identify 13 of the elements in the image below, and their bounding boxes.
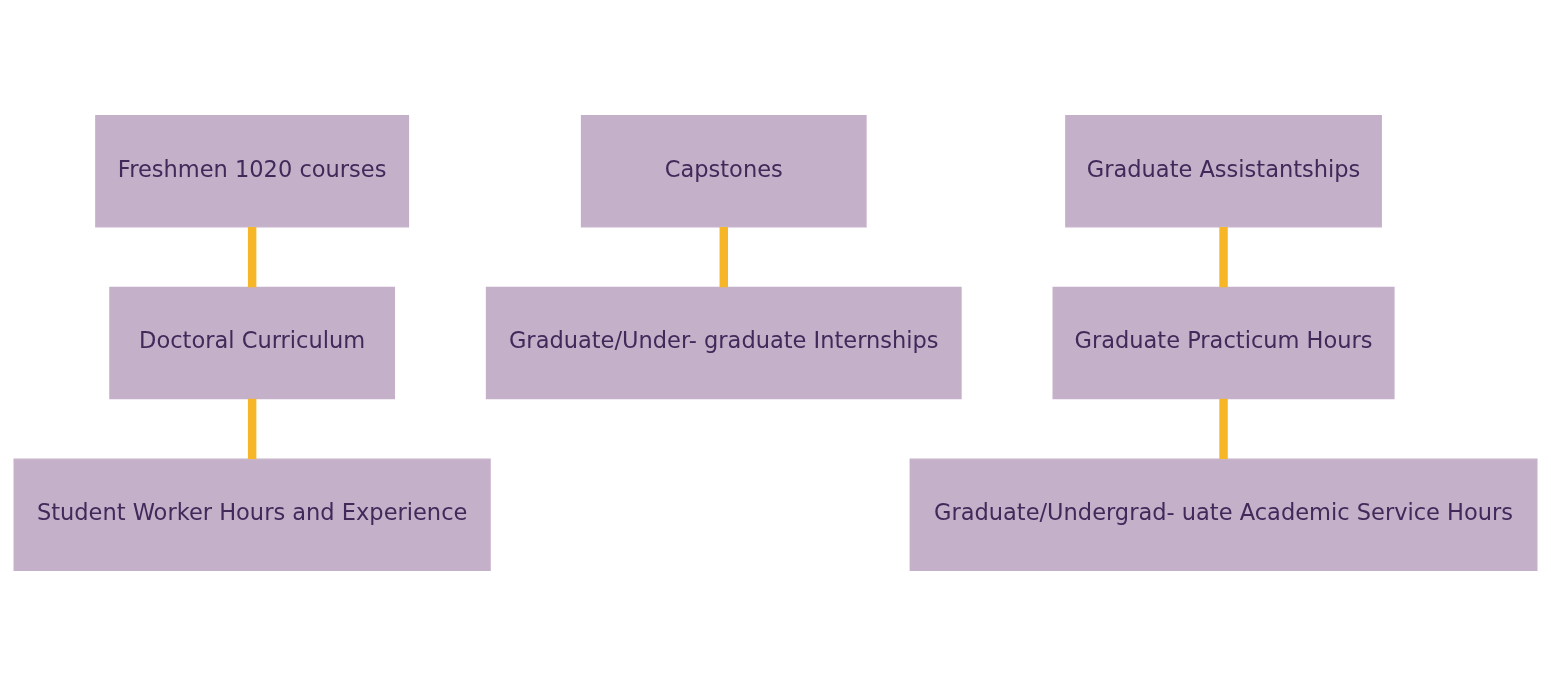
node-box: Student Worker Hours and Experience [13, 457, 491, 571]
node-box: Capstones [580, 114, 867, 228]
connector [719, 226, 728, 287]
node-box: Doctoral Curriculum [109, 286, 396, 399]
node-box: Graduate Assistantships [1065, 114, 1382, 228]
node-box: Graduate Practicum Hours [1052, 286, 1395, 399]
connector [247, 398, 257, 459]
connector [1219, 398, 1228, 459]
node-box: Freshmen 1020 courses [95, 114, 410, 228]
node-box: Graduate/Under- graduate Internships [485, 286, 962, 399]
connector [1219, 226, 1228, 287]
node-box: Graduate/Undergrad- uate Academic Service Hours [909, 457, 1538, 571]
connector [247, 226, 257, 287]
